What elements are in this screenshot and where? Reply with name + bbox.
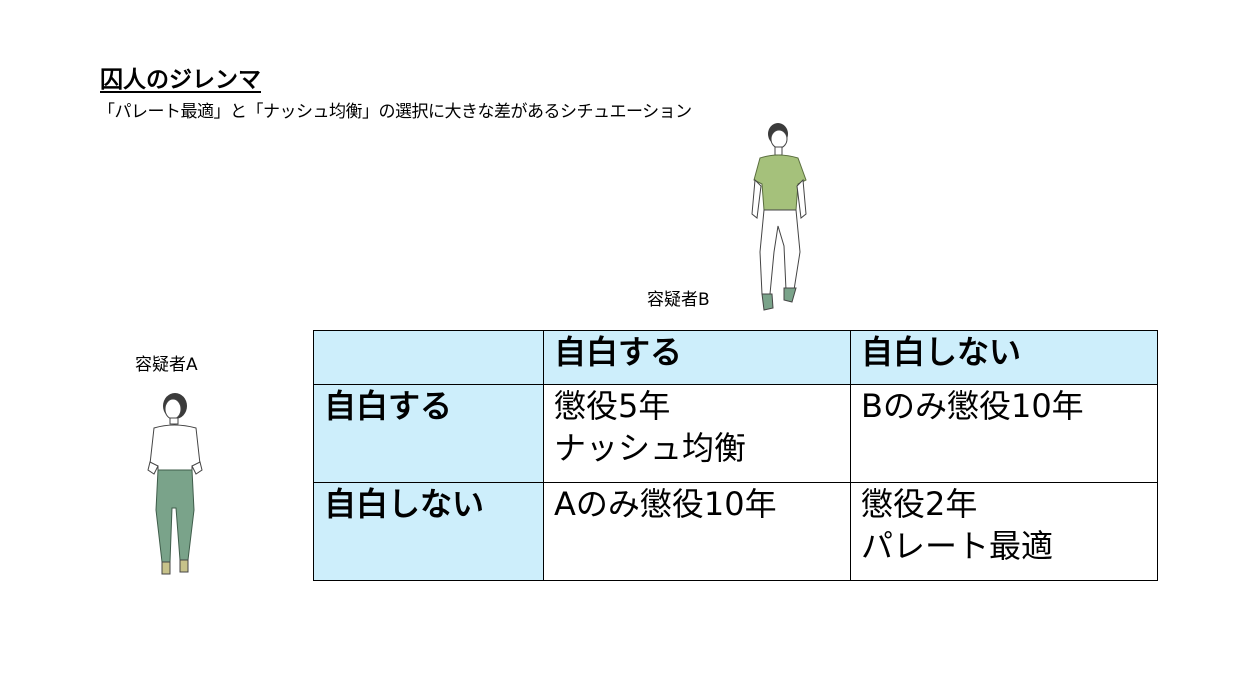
row-header-label: 自白する xyxy=(324,387,453,425)
cell-a-silent-b-confess: Aのみ懲役10年 xyxy=(543,482,851,581)
cell-both-silent: 懲役2年 パレート最適 xyxy=(850,482,1158,581)
cell-line: パレート最適 xyxy=(861,527,1054,565)
cell-a-confess-b-silent: Bのみ懲役10年 xyxy=(850,384,1158,483)
cell-line: 懲役2年 xyxy=(861,485,978,523)
cell-line: Bのみ懲役10年 xyxy=(861,387,1084,425)
cell-both-confess: 懲役5年 ナッシュ均衡 xyxy=(543,384,851,483)
row-header-label: 自白しない xyxy=(324,485,485,523)
suspect-a-illustration xyxy=(147,393,203,575)
cell-line: Aのみ懲役10年 xyxy=(554,485,777,523)
col-header-label: 自白しない xyxy=(861,333,1022,371)
matrix-corner-cell xyxy=(313,330,544,385)
col-header-not-confess: 自白しない xyxy=(850,330,1158,385)
cell-line: ナッシュ均衡 xyxy=(554,429,747,467)
cell-line: 懲役5年 xyxy=(554,387,671,425)
page-subtitle: 「パレート最適」と「ナッシュ均衡」の選択に大きな差があるシチュエーション xyxy=(98,102,692,122)
suspect-b-illustration xyxy=(751,123,807,311)
col-header-confess: 自白する xyxy=(543,330,851,385)
col-header-label: 自白する xyxy=(554,333,683,371)
suspect-b-label: 容疑者B xyxy=(647,290,710,310)
payoff-matrix: 自白する 自白しない 自白する 懲役5年 ナッシュ均衡 Bのみ懲役10年 自白し… xyxy=(313,330,1158,581)
page-title: 囚人のジレンマ xyxy=(100,67,261,93)
row-header-not-confess: 自白しない xyxy=(313,482,544,581)
suspect-a-label: 容疑者A xyxy=(135,355,198,375)
row-header-confess: 自白する xyxy=(313,384,544,483)
